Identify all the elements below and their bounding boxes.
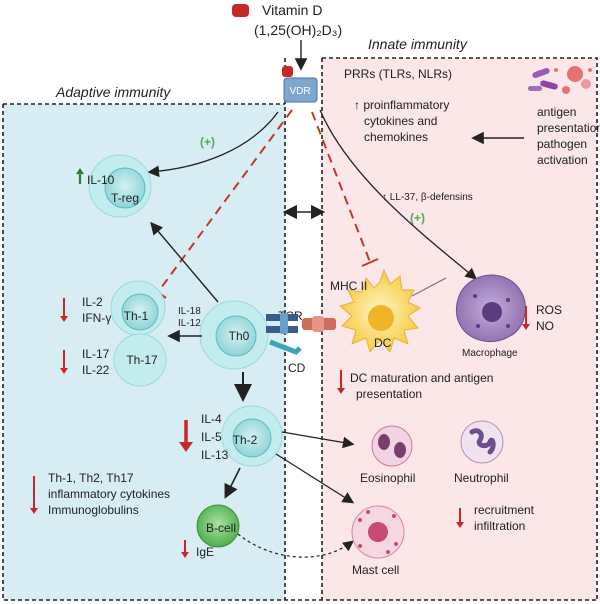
cd-label: CD — [288, 361, 306, 375]
dendritic-cell — [338, 268, 421, 354]
infiltration-label: infiltration — [474, 519, 525, 533]
neutrophil-cell — [460, 420, 504, 464]
th2-cell — [221, 405, 283, 467]
th1-cell — [110, 280, 166, 336]
proinflam-line-2: cytokines and — [364, 114, 437, 128]
prr-label: PRRs (TLRs, NLRs) — [344, 67, 452, 81]
neutrophil-label: Neutrophil — [454, 471, 509, 485]
vitamin-d-molecule-icon — [232, 4, 249, 17]
treg-label: T-reg — [111, 191, 139, 205]
no-label: NO — [536, 319, 554, 333]
cd-receptor — [269, 339, 302, 355]
th17-cytokine-1: IL-17 — [82, 347, 110, 361]
th0-signal-1: IL-18 — [178, 306, 201, 317]
innate-title: Innate immunity — [368, 36, 468, 52]
macrophage-cell — [455, 274, 526, 343]
th2-label: Th-2 — [233, 433, 258, 447]
proinflam-line-3: chemokines — [364, 130, 428, 144]
summary-line-3: Immunoglobulins — [48, 503, 139, 517]
down-arrow-icon — [60, 368, 68, 374]
th0-signal-2: IL-12 — [178, 318, 201, 329]
dc-effect-line-1: DC maturation and antigen — [350, 371, 493, 385]
vitamin-d-formula: (1,25(OH)₂D₃) — [254, 22, 342, 38]
dc-label: DC — [374, 336, 392, 350]
ros-label: ROS — [536, 303, 562, 317]
tcr-receptor — [280, 313, 288, 334]
mast-cell — [351, 505, 405, 559]
th2-cytokine-3: IL-13 — [201, 448, 229, 462]
th17-cytokine-2: IL-22 — [82, 363, 110, 377]
peptides-label: ↑ LL-37, β-defensins — [382, 192, 473, 203]
th0-cell — [199, 300, 269, 370]
th2-cytokine-1: IL-4 — [201, 412, 222, 426]
bcell — [196, 504, 240, 548]
eosinophil-label: Eosinophil — [360, 471, 415, 485]
adaptive-title: Adaptive immunity — [55, 84, 171, 100]
bcell-product: IgE — [196, 545, 214, 559]
th0-label: Th0 — [229, 329, 250, 343]
plus-sign-adaptive: (+) — [200, 135, 215, 149]
down-arrow-icon — [522, 324, 530, 330]
antigen-line-4: activation — [537, 153, 588, 167]
down-arrow-icon — [456, 522, 464, 528]
recruitment-label: recruitment — [474, 503, 535, 517]
down-arrow-icon — [179, 442, 193, 452]
th1-cytokine-1: IL-2 — [82, 295, 103, 309]
down-arrow-icon — [30, 508, 38, 514]
down-arrow-icon — [60, 316, 68, 322]
antigen-line-1: antigen — [537, 105, 576, 119]
antigen-line-3: pathogen — [537, 137, 587, 151]
vdr-receptor — [283, 77, 318, 103]
th2-cytokine-2: IL-5 — [201, 430, 222, 444]
up-arrow-icon — [76, 168, 84, 174]
th17-cell — [113, 333, 167, 387]
treg-cell — [88, 154, 152, 218]
down-arrow-icon — [181, 552, 189, 558]
th1-cytokine-2: IFN-γ — [82, 311, 111, 325]
th1-label: Th-1 — [124, 309, 149, 323]
summary-line-1: Th-1, Th2, Th17 — [48, 471, 134, 485]
vitamin-d-bound-icon — [282, 66, 293, 77]
macrophage-label: Macrophage — [462, 348, 518, 359]
down-arrow-icon — [337, 388, 345, 394]
proinflam-line-1: ↑ proinflammatory — [354, 98, 449, 112]
eosinophil-cell — [371, 425, 413, 467]
mhc-label: MHC II — [330, 279, 367, 293]
th17-label: Th-17 — [126, 353, 158, 367]
summary-line-2: inflammatory cytokines — [48, 487, 170, 501]
vdr-label: VDR — [289, 86, 310, 97]
dc-effect-line-2: presentation — [356, 387, 422, 401]
mast-cell-label: Mast cell — [352, 563, 399, 577]
vitamin-d-title: Vitamin D — [262, 2, 322, 18]
pathogen-icon — [528, 66, 592, 94]
antigen-line-2: presentation/ — [537, 121, 600, 135]
treg-cytokine: IL-10 — [87, 173, 115, 187]
bcell-label: B-cell — [206, 521, 236, 535]
plus-sign-innate: (+) — [410, 211, 425, 225]
